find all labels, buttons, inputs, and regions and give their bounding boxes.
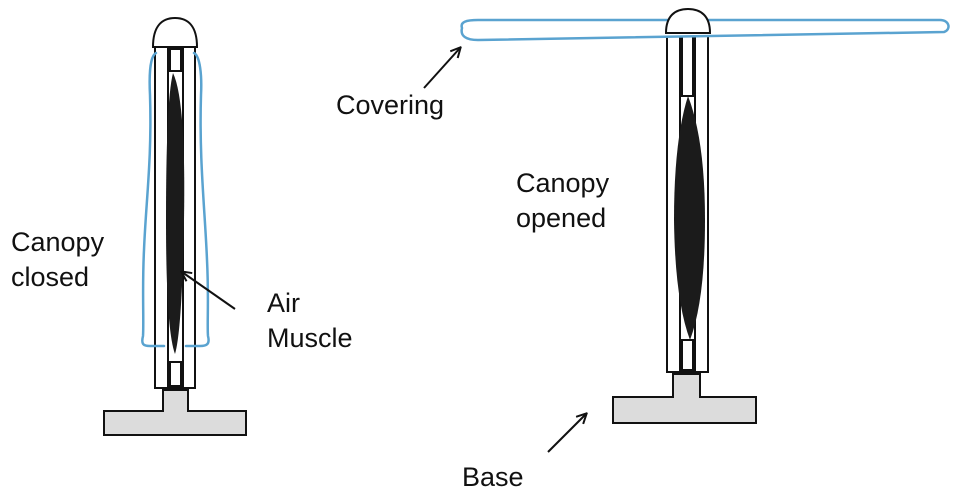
- label-canopy-closed-line1: Canopy: [11, 227, 105, 257]
- opened-base: [612, 373, 757, 424]
- label-air-muscle: Air Muscle: [267, 286, 353, 356]
- label-canopy-opened-line2: opened: [516, 203, 607, 233]
- opened-canopy-assembly: [460, 7, 950, 424]
- covering-arrow: [423, 48, 460, 89]
- opened-dome-cap: [664, 7, 712, 34]
- label-canopy-opened-line1: Canopy: [516, 168, 610, 198]
- opened-top-connector: [681, 35, 694, 97]
- label-canopy-closed-line2: closed: [11, 262, 90, 292]
- label-air-muscle-line1: Air: [267, 288, 300, 318]
- closed-air-muscle: [166, 73, 185, 354]
- opened-bottom-connector: [681, 339, 694, 371]
- label-base: Base: [462, 462, 524, 492]
- air-muscle-arrow: [182, 272, 236, 310]
- base-arrow: [547, 414, 586, 453]
- closed-covering: [141, 51, 210, 348]
- closed-top-connector: [169, 48, 182, 72]
- opened-air-muscle: [674, 96, 705, 340]
- label-air-muscle-line2: Muscle: [267, 323, 353, 353]
- label-canopy-closed: Canopy closed: [11, 225, 104, 295]
- label-canopy-opened: Canopy opened: [516, 166, 609, 236]
- label-covering: Covering: [336, 90, 445, 120]
- closed-canopy-assembly: [103, 16, 247, 436]
- closed-dome-cap: [151, 16, 199, 48]
- closed-base: [103, 389, 247, 436]
- closed-bottom-connector: [169, 361, 182, 387]
